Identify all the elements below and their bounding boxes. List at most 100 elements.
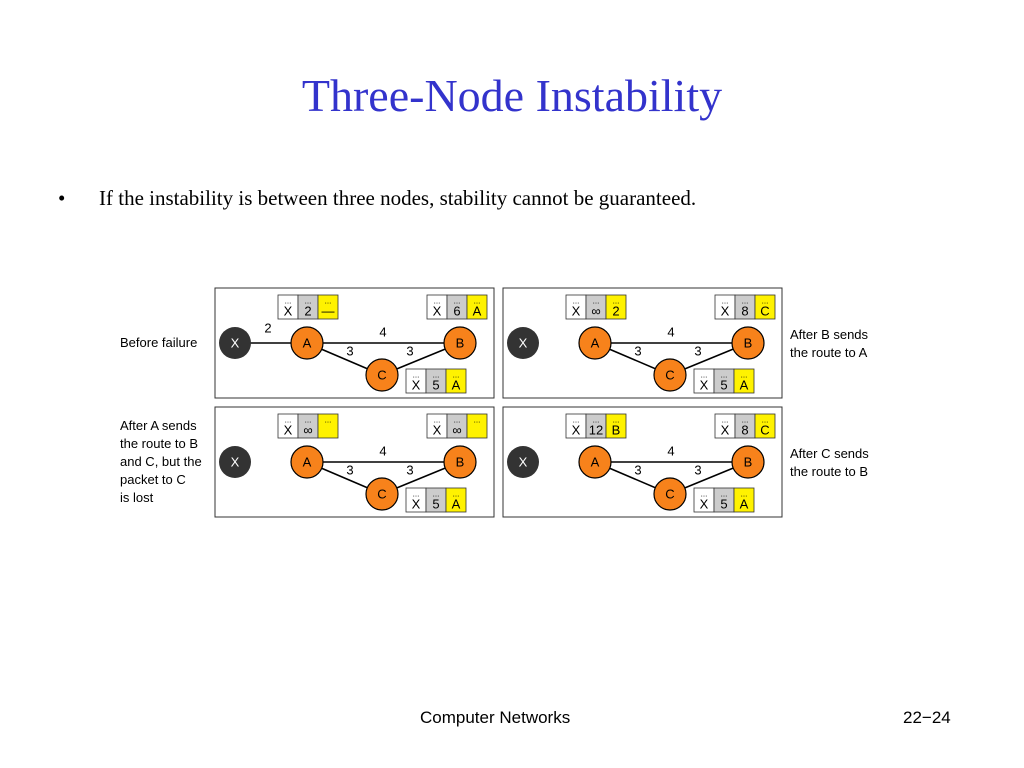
panel-3-table-b-ellipsis-3: ...: [474, 416, 481, 425]
panel-3-table-c-ellipsis-2: ...: [433, 490, 440, 499]
panel-3-table-b-ellipsis-2: ...: [454, 416, 461, 425]
panel-4-table-b-ellipsis-2: ...: [742, 416, 749, 425]
panel-3-table-b-cell-3: [466, 413, 488, 439]
panel-4-table-b-cell-3: [754, 413, 776, 439]
panel-4-table-a-ellipsis-1: ...: [573, 416, 580, 425]
footer-course-name: Computer Networks: [420, 708, 571, 727]
panel-3-table-a-value-2: ∞: [303, 423, 312, 438]
panel-1-cost-ab: 4: [379, 325, 386, 340]
panel-4-node-b-label: B: [744, 455, 753, 470]
panel-4-node-b: [731, 445, 765, 479]
panel-1-table-a-value-3: —: [322, 304, 335, 319]
panel-2-cost-ab: 4: [667, 325, 674, 340]
panel-2-node-c-label: C: [665, 368, 674, 383]
panel-2-table-a-ellipsis-2: ...: [593, 297, 600, 306]
panel-1-table-c-ellipsis-3: ...: [453, 371, 460, 380]
panel-4-node-x: [507, 446, 539, 478]
footer-slide-number: 22−24: [903, 708, 951, 727]
label-after-a-sends: After A sends the route to B and C, but …: [120, 418, 202, 505]
panel-4-table-c-cell-3: [733, 487, 755, 513]
panel-3-table-c-cell-3: [445, 487, 467, 513]
panel-4-table-b-ellipsis-3: ...: [762, 416, 769, 425]
panel-2-table-b-ellipsis-2: ...: [742, 297, 749, 306]
panel-2-table-b-ellipsis-3: ...: [762, 297, 769, 306]
panel-4-table-c-value-2: 5: [720, 497, 727, 512]
panel-1-node-c: [365, 358, 399, 392]
slide-title: Three-Node Instability: [301, 70, 723, 121]
panel-2-node-b: [731, 326, 765, 360]
panel-1-table-a-ellipsis-3: ...: [325, 297, 332, 306]
panel-1-table-c-ellipsis-2: ...: [433, 371, 440, 380]
label-after-b-sends: After B sends the route to A: [790, 327, 869, 360]
bullet-text: If the instability is between three node…: [99, 186, 697, 210]
panel-2-table-c-cell-3: [733, 368, 755, 394]
panel-3-node-x: [219, 446, 251, 478]
panel-1-node-c-label: C: [377, 368, 386, 383]
panel-2-table-c-ellipsis-1: ...: [701, 371, 708, 380]
panel-3-table-c-ellipsis-3: ...: [453, 490, 460, 499]
panel-2-table-a-value-1: X: [572, 304, 581, 319]
panel-4-table-c-value-3: A: [740, 497, 749, 512]
panel-2-table-a-cell-3: [605, 294, 627, 320]
panel-4-table-a-value-2: 12: [589, 423, 603, 438]
panel-4-table-c-ellipsis-2: ...: [721, 490, 728, 499]
panel-4-table-a-value-3: B: [612, 423, 621, 438]
panel-3-table-a-cell-3: [317, 413, 339, 439]
panel-3-table-c-value-1: X: [412, 497, 421, 512]
panel-3-node-c-label: C: [377, 487, 386, 502]
label-after-c-sends: After C sends the route to B: [790, 446, 869, 479]
panel-1-cost-ac: 3: [346, 344, 353, 359]
panel-1-table-b-value-1: X: [433, 304, 442, 319]
panel-2-table-a-ellipsis-3: ...: [613, 297, 620, 306]
panel-4-table-c-ellipsis-1: ...: [701, 490, 708, 499]
panel-2-cost-bc: 3: [694, 344, 701, 359]
panel-2-table-a-value-2: ∞: [591, 304, 600, 319]
panel-2-node-x-label: X: [519, 336, 528, 351]
panel-1-node-b: [443, 326, 477, 360]
panel-2-node-a-label: A: [591, 336, 600, 351]
panel-3-table-a-ellipsis-3: ...: [325, 416, 332, 425]
panel-4-node-a: [578, 445, 612, 479]
panel-2-table-b-value-3: C: [760, 304, 769, 319]
panel-2-table-c-ellipsis-3: ...: [741, 371, 748, 380]
panel-4-table-b-value-1: X: [721, 423, 730, 438]
panel-3-table-b-value-2: ∞: [452, 423, 461, 438]
panel-1-table-a-value-2: 2: [304, 304, 311, 319]
panel-1-node-a-label: A: [303, 336, 312, 351]
panel-1-table-c-value-2: 5: [432, 378, 439, 393]
panel-1-table-c-ellipsis-1: ...: [413, 371, 420, 380]
label-before-failure: Before failure: [120, 335, 198, 350]
panel-4-table-c-ellipsis-3: ...: [741, 490, 748, 499]
panel-2-table-a-value-3: 2: [612, 304, 619, 319]
panel-4-table-a-ellipsis-2: ...: [593, 416, 600, 425]
panel-3-table-c-value-2: 5: [432, 497, 439, 512]
panel-3-node-a-label: A: [303, 455, 312, 470]
panel-3-table-b-value-1: X: [433, 423, 442, 438]
panel-1-table-c-cell-3: [445, 368, 467, 394]
panel-1-cost-xa: 2: [264, 321, 271, 336]
panel-3-node-b-label: B: [456, 455, 465, 470]
panel-1-cost-bc: 3: [406, 344, 413, 359]
bullet-symbol: •: [58, 186, 66, 210]
panel-1-table-b-cell-3: [466, 294, 488, 320]
panel-4-table-a-cell-3: [605, 413, 627, 439]
panel-1-table-a-ellipsis-1: ...: [285, 297, 292, 306]
panel-1-table-a-ellipsis-2: ...: [305, 297, 312, 306]
panel-2-cost-ac: 3: [634, 344, 641, 359]
panel-4-cost-ac: 3: [634, 463, 641, 478]
panel-3-node-c: [365, 477, 399, 511]
panel-3-node-x-label: X: [231, 455, 240, 470]
panel-3-node-a: [290, 445, 324, 479]
panel-3-table-a-ellipsis-2: ...: [305, 416, 312, 425]
panel-1-table-c-value-3: A: [452, 378, 461, 393]
panel-1-node-a: [290, 326, 324, 360]
panel-1-node-b-label: B: [456, 336, 465, 351]
panel-3-table-c-value-3: A: [452, 497, 461, 512]
panel-1-table-b-value-3: A: [473, 304, 482, 319]
panel-2-node-x: [507, 327, 539, 359]
panel-2-node-c: [653, 358, 687, 392]
panel-3-cost-bc: 3: [406, 463, 413, 478]
panel-2-table-b-cell-3: [754, 294, 776, 320]
panel-3-table-b-ellipsis-1: ...: [434, 416, 441, 425]
